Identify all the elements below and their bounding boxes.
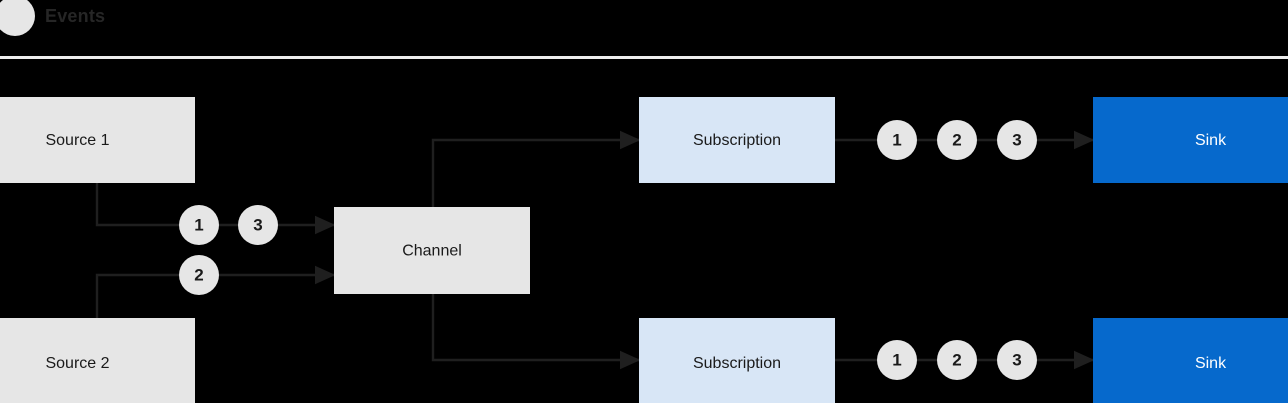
event-marker-label: 3 [1012,130,1021,149]
node-label-source-1: Source 1 [45,132,109,149]
event-circle-icon [937,120,977,160]
event-circle-icon [997,120,1037,160]
node-box-source-2[interactable] [0,318,195,403]
event-circle-icon [179,255,219,295]
event-marker-ev-out-bottom-1: 1 [877,340,917,380]
event-marker-label: 1 [892,350,901,369]
node-sink-2[interactable]: Sink [1093,318,1288,403]
connector-source2-to-channel [95,265,336,318]
event-marker-ev-in-2: 2 [179,255,219,295]
header-divider [0,56,1288,59]
node-source-1[interactable]: Source 1 [0,97,195,183]
node-box-sink-2[interactable] [1093,318,1288,403]
node-box-source-1[interactable] [0,97,195,183]
event-marker-label: 2 [194,265,203,284]
event-circle-icon [877,120,917,160]
event-circle-icon [997,340,1037,380]
node-source-2[interactable]: Source 2 [0,318,195,403]
event-circle-icon [937,340,977,380]
node-label-channel: Channel [402,243,462,260]
node-box-sink-1[interactable] [1093,97,1288,183]
legend-header: Events [0,0,1288,59]
legend-label: Events [45,6,106,26]
event-circle-icon [877,340,917,380]
node-channel[interactable]: Channel [334,207,530,294]
event-marker-label: 2 [952,130,961,149]
connectors-layer [95,130,1095,370]
node-label-source-2: Source 2 [45,355,109,372]
event-marker-label: 1 [194,215,203,234]
event-marker-ev-out-top-2: 2 [937,120,977,160]
node-label-subscription-2: Subscription [693,355,781,372]
event-circle-icon [0,0,35,36]
event-marker-label: 3 [1012,350,1021,369]
event-marker-ev-out-bottom-2: 2 [937,340,977,380]
event-marker-label: 3 [253,215,262,234]
event-circle-icon [179,205,219,245]
node-box-subscription-2[interactable] [639,318,835,403]
node-label-sink-2: Sink [1195,355,1227,372]
event-marker-ev-in-1: 1 [179,205,219,245]
event-marker-label: 1 [892,130,901,149]
event-marker-label: 2 [952,350,961,369]
node-subscription-1[interactable]: Subscription [639,97,835,183]
node-label-sink-1: Sink [1195,132,1227,149]
connector-channel-to-subscription-2 [431,294,641,370]
node-box-channel[interactable] [334,207,530,294]
event-circle-icon [238,205,278,245]
event-markers-layer: 1 3 2 1 2 3 1 2 3 [179,120,1037,380]
event-marker-ev-out-top-3: 3 [997,120,1037,160]
event-marker-ev-out-top-1: 1 [877,120,917,160]
node-subscription-2[interactable]: Subscription [639,318,835,403]
event-marker-ev-out-bottom-3: 3 [997,340,1037,380]
connector-channel-to-subscription-1 [431,130,641,207]
node-label-subscription-1: Subscription [693,132,781,149]
node-sink-1[interactable]: Sink [1093,97,1288,183]
event-marker-ev-in-3: 3 [238,205,278,245]
node-box-subscription-1[interactable] [639,97,835,183]
